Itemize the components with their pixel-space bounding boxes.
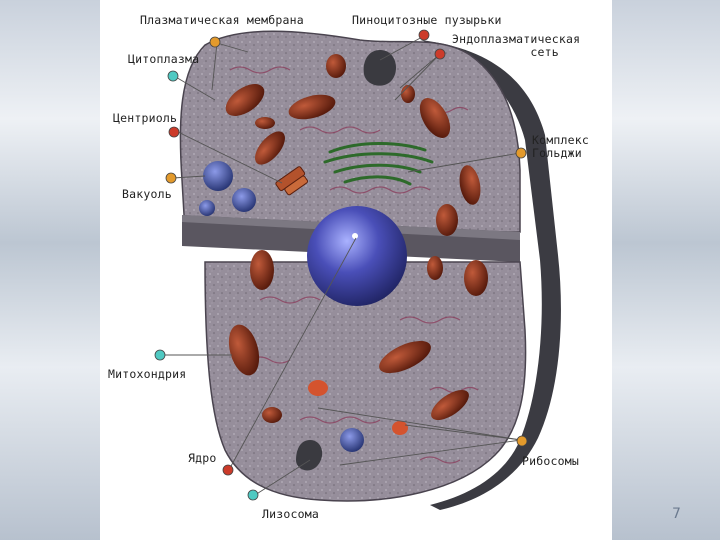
- marker-dot: [209, 36, 221, 48]
- label-nucleus: Ядро: [188, 451, 217, 465]
- lysosome: [296, 440, 323, 471]
- label-vacuole: Вакуоль: [122, 187, 172, 201]
- mitochondrion: [419, 98, 451, 138]
- mitochondrion: [228, 324, 260, 376]
- mitochondrion: [427, 256, 443, 280]
- slide-background-right: [612, 0, 720, 540]
- marker-dot: [434, 48, 446, 60]
- mitochondrion: [401, 85, 415, 103]
- mitochondrion: [326, 54, 346, 78]
- label-lysosome: Лизосома: [262, 507, 319, 521]
- mitochondrion: [431, 389, 469, 421]
- label-pinocytic-vesicles: Пиноцитозные пузырьки: [352, 13, 502, 27]
- mitochondrion: [250, 250, 274, 290]
- vacuole: [340, 428, 364, 452]
- vacuole: [232, 188, 256, 212]
- nucleus: [307, 206, 407, 306]
- slide-number: 7: [672, 506, 681, 522]
- mitochondrion: [379, 340, 431, 374]
- mitochondrion: [459, 165, 481, 205]
- cell-lower: [204, 261, 527, 502]
- label-golgi: Комплекс Гольджи: [532, 133, 589, 160]
- mitochondrion: [262, 407, 282, 423]
- mitochondrion: [464, 260, 488, 296]
- marker-dot: [222, 464, 234, 476]
- label-cytoplasm: Цитоплазма: [128, 52, 200, 66]
- label-endoplasmic-reticulum: Эндоплазматическая сеть: [452, 32, 581, 59]
- label-plasma-membrane: Плазматическая мембрана: [140, 13, 304, 27]
- mitochondrion: [436, 204, 458, 236]
- mitochondrion: [288, 94, 336, 120]
- mitochondrion: [308, 380, 328, 396]
- label-ribosomes: Рибосомы: [522, 454, 579, 468]
- vacuole: [203, 161, 233, 191]
- marker-dot: [418, 29, 430, 41]
- cell-upper: [179, 30, 521, 233]
- mitochondrion: [255, 131, 285, 165]
- marker-dot: [515, 147, 527, 159]
- mitochondrion: [392, 421, 408, 435]
- label-markers: [154, 29, 528, 501]
- marker-dot: [168, 126, 180, 138]
- marker-dot: [167, 70, 179, 82]
- marker-dot: [154, 349, 166, 361]
- label-centriole: Центриоль: [113, 111, 178, 125]
- label-mitochondria: Митохондрия: [108, 367, 187, 381]
- mitochondria-group: [225, 54, 488, 435]
- centriole: [275, 166, 309, 196]
- mitochondrion: [255, 117, 275, 129]
- marker-dot: [516, 435, 528, 447]
- leader-lines: [161, 35, 522, 496]
- pinocytic-vesicle: [363, 50, 396, 86]
- golgi-apparatus: [323, 142, 434, 186]
- marker-dot: [165, 172, 177, 184]
- slide-background-left: [0, 0, 100, 540]
- marker-dot: [247, 489, 259, 501]
- nucleolus: [352, 233, 358, 239]
- vacuole: [199, 200, 215, 216]
- mitochondrion: [225, 84, 265, 116]
